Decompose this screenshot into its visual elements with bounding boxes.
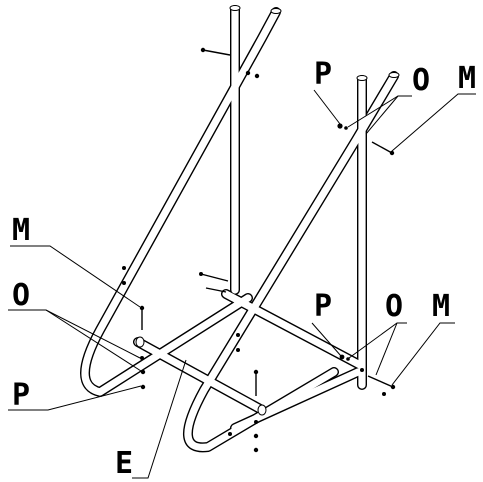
label-p-lower-right: P: [314, 289, 332, 324]
frame-tubes: [80, 5, 400, 453]
bolt-lower-right: [367, 375, 394, 388]
label-e: E: [115, 446, 133, 481]
label-o-upper-right: O: [412, 63, 430, 98]
label-m-left: M: [12, 213, 30, 248]
bolt-upper-right: [371, 141, 393, 154]
leader-p-lower-right: [311, 322, 342, 357]
leader-p-left: [8, 385, 142, 411]
label-p-upper-right: P: [314, 57, 332, 92]
bolt-middle: [200, 273, 229, 282]
label-o-left: O: [12, 278, 30, 313]
leader-p-upper-right: [313, 89, 341, 125]
label-o-lower-right: O: [385, 289, 403, 324]
bolt-upper-left: [202, 49, 231, 56]
part-labels: M O P E P O M P O M: [12, 57, 476, 481]
hardware: [122, 47, 396, 453]
label-m-lower-right: M: [432, 289, 450, 324]
callout-leaders: [8, 89, 476, 479]
leader-o-left: [8, 309, 141, 359]
leader-m-lower-right: [391, 322, 455, 386]
leader-m-upper-right: [391, 93, 476, 152]
leader-m-left: [10, 245, 141, 308]
leader-e: [132, 359, 187, 479]
label-p-left: P: [12, 378, 30, 413]
label-m-upper-right: M: [458, 61, 476, 96]
